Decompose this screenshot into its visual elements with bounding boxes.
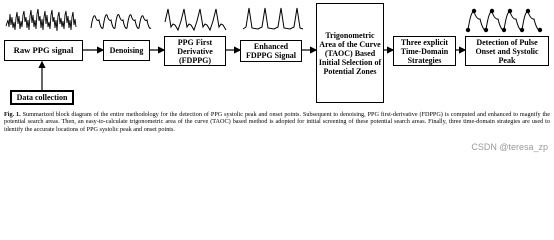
- denoising-box: Denoising: [103, 40, 150, 61]
- watermark: CSDN @teresa_zp: [471, 142, 548, 152]
- caption-text: Summarized block diagram of the entire m…: [4, 111, 551, 133]
- detection-waveform: [467, 11, 541, 31]
- denoised-waveform: [90, 14, 152, 29]
- taoc-box: Trigonometric Area of the Curve (TAOC) B…: [316, 3, 384, 103]
- peak-markers: [471, 8, 531, 14]
- data-collection-box: Data collection: [10, 90, 74, 105]
- fdppg-box: PPG First Derivative (FDPPG): [164, 36, 226, 66]
- enhanced-fdppg-box: Enhanced FDPPG Signal: [240, 40, 302, 62]
- strategies-box: Three explicit Time-Domain Strategies: [393, 36, 456, 66]
- figure-caption: Fig. 1. Summarized block diagram of the …: [4, 111, 550, 133]
- enhanced-fdppg-waveform: [242, 7, 304, 30]
- raw-ppg-box: Raw PPG signal: [4, 40, 83, 61]
- caption-label: Fig. 1.: [4, 111, 21, 118]
- fdppg-waveform: [164, 8, 227, 32]
- onset-markers: [465, 27, 543, 33]
- detection-box: Detection of Pulse Onset and Systolic Pe…: [465, 36, 549, 66]
- raw-ppg-waveform: [5, 8, 77, 32]
- block-diagram: Raw PPG signal Data collection Denoising…: [0, 0, 554, 108]
- connector-arrows: [5, 7, 543, 90]
